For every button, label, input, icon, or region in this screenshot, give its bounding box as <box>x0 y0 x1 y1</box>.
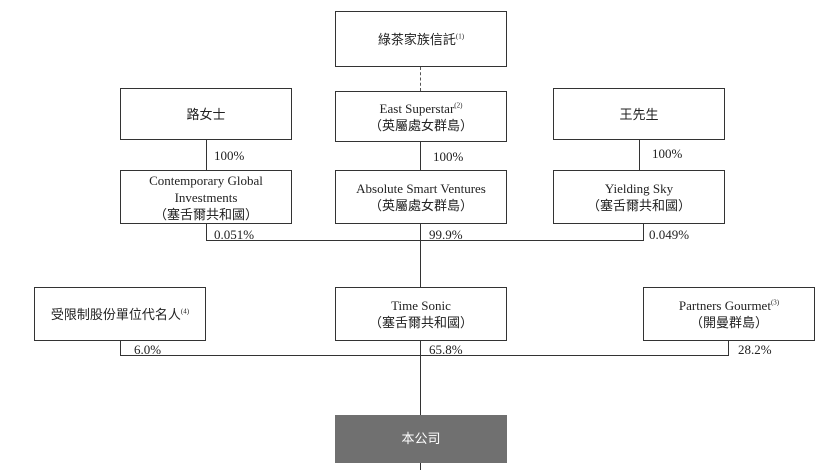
partners-down-line <box>728 341 729 356</box>
pct-east-absolute: 100% <box>433 149 464 164</box>
ms-lu-to-contemporary-line <box>206 140 207 170</box>
company-down-line <box>420 463 421 470</box>
pct-timesonic-company: 65.8% <box>429 342 463 357</box>
absolute-to-timesonic-line <box>420 224 421 287</box>
ms-lu-label: 路女士 <box>186 106 226 122</box>
company-label: 本公司 <box>401 431 441 447</box>
trust-east-dashed-line <box>420 67 421 91</box>
time-sonic-place: （塞舌爾共和國） <box>368 315 473 330</box>
contemporary-down-line <box>206 224 207 241</box>
east-to-absolute-line <box>420 142 421 170</box>
pct-yielding-timesonic: 0.049% <box>649 227 690 242</box>
contemporary-box: Contemporary Global Investments （塞舌爾共和國） <box>120 170 292 224</box>
contemporary-name-line2: Investments <box>174 189 238 205</box>
east-superstar-name: East Superstar(2) <box>379 100 463 116</box>
pct-contemporary-timesonic: 0.051% <box>214 227 255 242</box>
yielding-down-line <box>643 224 644 241</box>
wang-to-yielding-line <box>639 140 640 170</box>
nominee-box: 受限制股份單位代名人(4) <box>34 287 206 341</box>
partners-box: Partners Gourmet(3) （開曼群島） <box>643 287 815 341</box>
timesonic-to-company-line <box>420 341 421 415</box>
ms-lu-box: 路女士 <box>120 88 292 140</box>
pct-nominee-company: 6.0% <box>134 342 162 357</box>
east-superstar-place: （英屬處女群島） <box>368 117 473 133</box>
company-box: 本公司 <box>335 415 507 463</box>
east-superstar-box: East Superstar(2) （英屬處女群島） <box>335 91 507 142</box>
contemporary-name-line1: Contemporary Global <box>149 172 263 188</box>
pct-wang-yielding: 100% <box>652 146 683 161</box>
trust-box: 綠茶家族信託(1) <box>335 11 507 67</box>
mr-wang-box: 王先生 <box>553 88 725 140</box>
mr-wang-label: 王先生 <box>619 106 659 122</box>
pct-partners-company: 28.2% <box>738 342 772 357</box>
partners-place: （開曼群島） <box>689 315 768 330</box>
tier3-horizontal-line <box>120 355 729 356</box>
yielding-box: Yielding Sky （塞舌爾共和國） <box>553 170 725 224</box>
yielding-place: （塞舌爾共和國） <box>586 198 691 213</box>
absolute-box: Absolute Smart Ventures （英屬處女群島） <box>335 170 507 224</box>
trust-label: 綠茶家族信託(1) <box>377 31 465 47</box>
time-sonic-name: Time Sonic <box>391 298 451 313</box>
time-sonic-box: Time Sonic （塞舌爾共和國） <box>335 287 507 341</box>
absolute-place: （英屬處女群島） <box>368 198 473 213</box>
pct-absolute-timesonic: 99.9% <box>429 227 463 242</box>
absolute-name: Absolute Smart Ventures <box>356 181 486 196</box>
yielding-name: Yielding Sky <box>604 181 674 196</box>
tier2-horizontal-line <box>206 240 644 241</box>
pct-ms-lu-contemporary: 100% <box>214 148 245 163</box>
partners-name: Partners Gourmet(3) <box>678 298 780 313</box>
nominee-label: 受限制股份單位代名人(4) <box>50 306 190 322</box>
contemporary-place: （塞舌爾共和國） <box>153 206 258 222</box>
nominee-down-line <box>120 341 121 356</box>
